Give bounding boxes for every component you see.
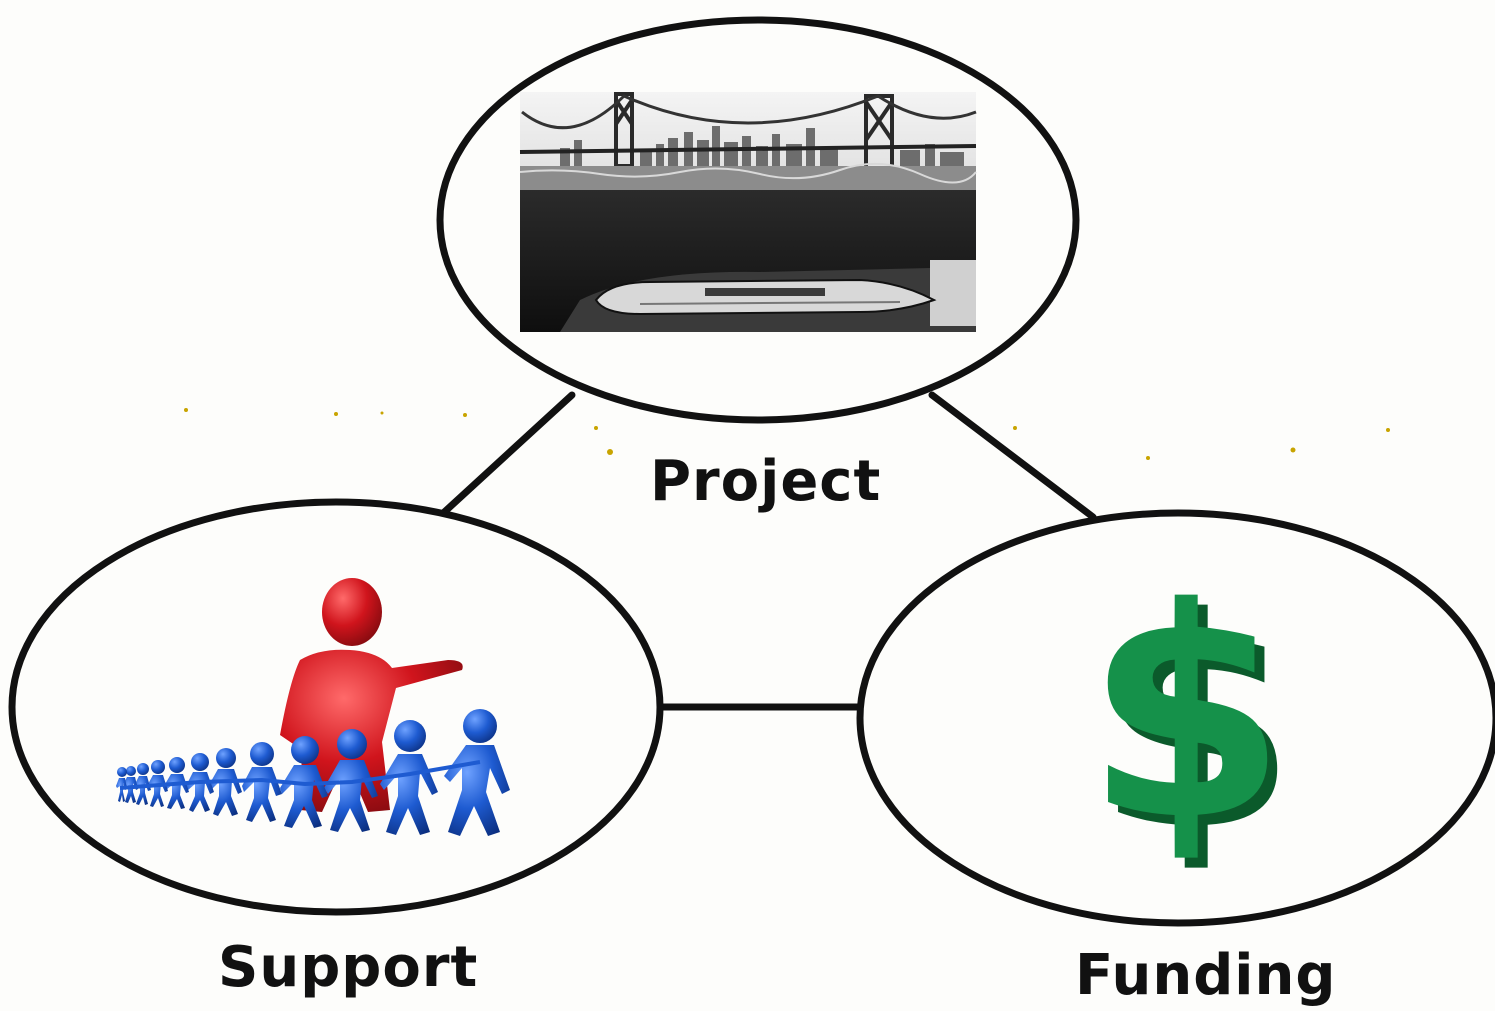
svg-text:$: $ [1095,557,1297,894]
node-label-project: Project [650,449,882,514]
connector-project-support [436,391,576,520]
node-support [8,498,664,916]
bridge-train-image [519,92,977,332]
connector-project-funding [928,391,1097,521]
node-project [436,16,1080,424]
scan-specks [184,408,1390,460]
node-label-funding: Funding [1075,943,1337,1008]
node-label-support: Support [218,935,479,1000]
dollar-sign-icon: $ $ [1085,547,1297,894]
leader-with-crowd-figures [116,578,510,836]
leader-figure [280,578,463,812]
node-funding: $ $ [856,509,1495,927]
connectors [436,391,1097,711]
svg-text:$: $ [1085,547,1287,884]
